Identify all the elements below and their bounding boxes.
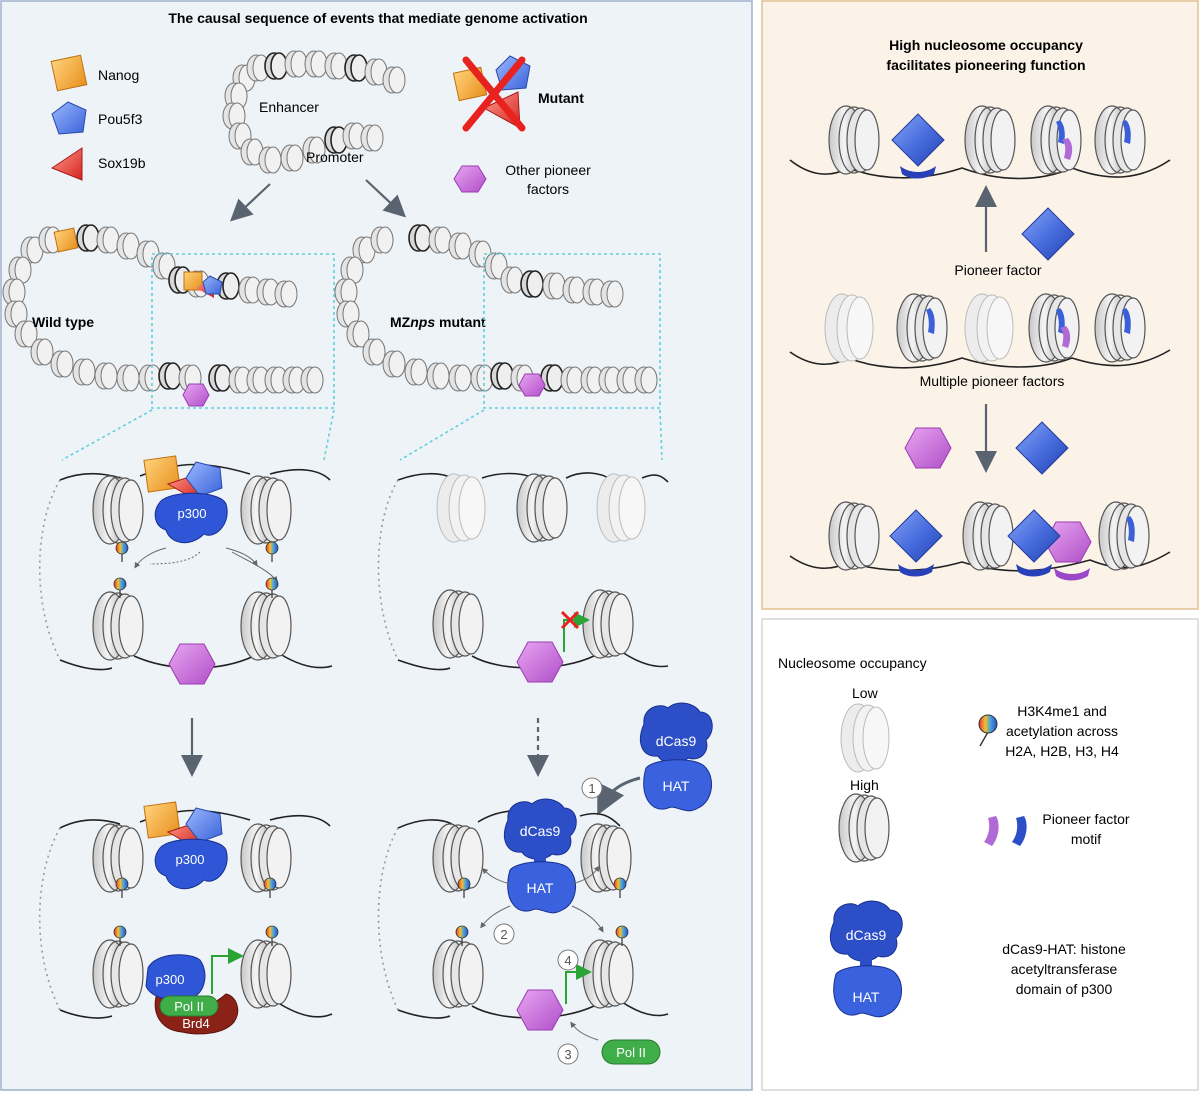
brd4-label: Brd4 — [182, 1016, 209, 1031]
low-occupancy-nucleosome-icon — [840, 703, 890, 773]
legend-other-pioneer: Other pioneer factors — [453, 162, 591, 197]
step-4-label: 4 — [564, 953, 571, 968]
step-1-label: 1 — [588, 781, 595, 796]
pou5f3-pentagon-icon — [51, 101, 87, 135]
step-4-badge: 4 — [557, 949, 579, 971]
mutant-label: MZnps mutant — [390, 314, 486, 330]
wild-type-zoom-before-lower — [59, 577, 333, 685]
step-3-label: 3 — [564, 1047, 571, 1062]
step-2-badge: 2 — [493, 923, 515, 945]
dcas9-label-floating: dCas9 — [656, 733, 697, 749]
legend-pou5f3-label: Pou5f3 — [98, 111, 143, 127]
p300-blob-wt1 — [154, 492, 228, 544]
pol2-label-mutant: Pol II — [616, 1045, 646, 1060]
row-single-pioneer-bound — [789, 105, 1171, 180]
promoter-label: Promoter — [306, 149, 364, 165]
blocked-transcription-x-icon — [560, 610, 580, 630]
legend-sox19b: Sox19b — [50, 147, 146, 181]
hat-label-floating: HAT — [663, 778, 690, 794]
hat-label-bound: HAT — [527, 880, 554, 896]
pioneer-motif-legend-icon — [984, 816, 1027, 846]
multiple-pioneer-factors-label: Multiple pioneer factors — [920, 373, 1065, 389]
legend-mutant: Mutant — [452, 55, 584, 132]
hat-desc-line2: acetyltransferase — [1011, 961, 1118, 977]
legend-nanog: Nanog — [50, 54, 139, 92]
row-unbound-nucleosomes — [789, 293, 1171, 369]
dcas9-hat-floating: dCas9 HAT — [597, 702, 713, 816]
dcas9-label-bound: dCas9 — [520, 823, 561, 839]
hat-desc-line1: dCas9-HAT: histone — [1002, 941, 1126, 957]
row-multiple-pioneers-bound — [789, 501, 1171, 581]
p300-label-wt1: p300 — [178, 506, 207, 521]
histone-mark-line2: acetylation across — [1006, 723, 1118, 739]
legend-pou5f3: Pou5f3 — [51, 101, 143, 135]
histone-mark-legend-icon — [978, 714, 998, 747]
mutant-zoom-after: dCas9 HAT Pol II — [377, 798, 669, 1065]
legend-panel — [761, 618, 1199, 1091]
p300-label-wt3: p300 — [156, 972, 185, 987]
histone-mark-line1: H3K4me1 and — [1017, 703, 1107, 719]
mutant-zoom-box — [483, 253, 661, 409]
mutant-zoom-before — [377, 472, 669, 683]
wild-type-zoom-before: p300 — [38, 455, 331, 661]
step-2-label: 2 — [500, 927, 507, 942]
legend-other-line2: factors — [527, 181, 569, 197]
hat-desc-line3: domain of p300 — [1016, 981, 1113, 997]
nanog-square-icon — [50, 54, 88, 92]
arrow-to-mutant — [365, 179, 407, 218]
step-3-badge: 3 — [557, 1043, 579, 1065]
step-1-badge: 1 — [581, 777, 603, 799]
legend-other-line1: Other pioneer — [505, 162, 591, 178]
occupancy-low-label: Low — [852, 685, 879, 701]
legend-hat-label: HAT — [853, 989, 880, 1005]
high-occupancy-nucleosome-icon — [838, 793, 890, 863]
p300-label-wt2: p300 — [176, 852, 205, 867]
motif-line1: Pioneer factor — [1042, 811, 1129, 827]
wild-type-zoom-after: p300 Brd4 p300 Pol II — [38, 801, 333, 1035]
histone-mark-line3: H2A, H2B, H3, H4 — [1005, 743, 1119, 759]
legend-nanog-label: Nanog — [98, 67, 139, 83]
occupancy-title: Nucleosome occupancy — [778, 655, 927, 671]
transcription-arrow-wt — [211, 948, 244, 994]
transcription-arrow-rescued — [565, 964, 592, 1004]
motif-line2: motif — [1071, 831, 1101, 847]
enhancer-label: Enhancer — [259, 99, 319, 115]
legend-sox19b-label: Sox19b — [98, 155, 146, 171]
left-panel-title: The causal sequence of events that media… — [168, 10, 587, 26]
wild-type-chromatin-loop — [2, 224, 324, 407]
top-right-title-line1: High nucleosome occupancy — [889, 37, 1083, 53]
legend-dcas9-label: dCas9 — [846, 927, 887, 943]
red-x-icon — [462, 56, 526, 132]
occupancy-high-label: High — [850, 777, 879, 793]
pol2-label-wt: Pol II — [174, 999, 204, 1014]
legend-mutant-label: Mutant — [538, 90, 584, 106]
dcas9-hat-legend-icon: dCas9 HAT — [829, 900, 903, 1018]
arrow-to-wild-type — [229, 183, 271, 222]
top-right-title-line2: facilitates pioneering function — [886, 57, 1085, 73]
wild-type-zoom-box — [151, 253, 335, 409]
wild-type-label: Wild type — [32, 314, 94, 330]
sox19b-triangle-icon — [50, 147, 83, 181]
pioneer-hexagon-icon — [453, 165, 487, 193]
pioneer-factor-label: Pioneer factor — [954, 262, 1041, 278]
